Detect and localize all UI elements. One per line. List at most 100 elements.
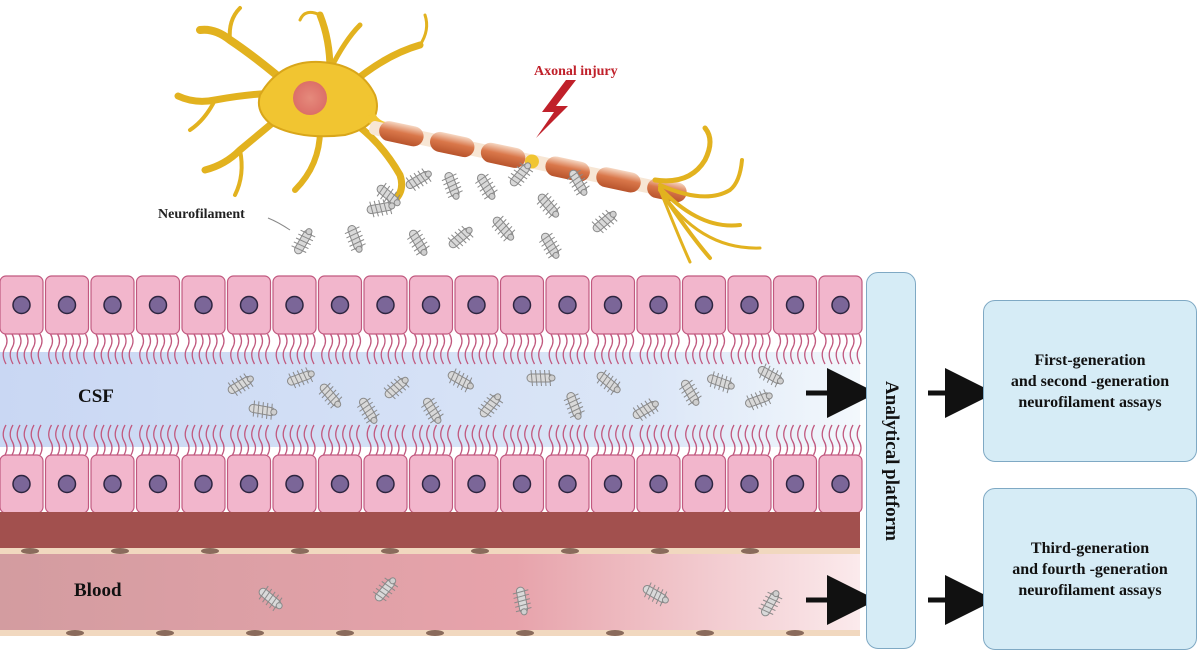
axonal-injury-label: Axonal injury	[534, 64, 618, 79]
neurofilament-icon	[441, 172, 463, 200]
neurofilament-icon	[507, 162, 534, 187]
ependymal-cell	[363, 275, 408, 365]
neurofilament-icon	[344, 225, 366, 253]
assay-box-first-second-generation: First-generation and second -generation …	[983, 300, 1197, 462]
neurofilament-icon	[258, 585, 283, 612]
ependymal-cell	[90, 424, 135, 514]
ependymal-cell	[454, 275, 499, 365]
neurofilament-icon	[447, 368, 474, 393]
neurofilament-group-csf	[227, 363, 784, 424]
neurofilament-icon	[757, 363, 784, 388]
neurofilament-icon	[591, 209, 618, 234]
axon	[369, 121, 687, 203]
ependymal-cell	[408, 275, 454, 365]
neurofilament-icon	[632, 398, 659, 421]
neurofilament-icon	[707, 371, 735, 394]
ependymal-cell	[590, 424, 636, 514]
assay-line: Third-generation	[1030, 539, 1150, 557]
neurofilament-icon	[477, 393, 504, 418]
neurofilament-icon	[536, 192, 561, 219]
assay-line: and second -generation	[1010, 372, 1170, 390]
assay-line: neurofilament assays	[1018, 393, 1162, 411]
assay-line: neurofilament assays	[1018, 581, 1162, 599]
ependymal-cell	[545, 275, 590, 365]
blood-region	[0, 554, 860, 634]
ependymal-cell	[499, 275, 545, 365]
neurofilament-icon	[407, 229, 430, 256]
neurofilament-icon	[745, 389, 773, 411]
neurofilament-icon	[405, 168, 432, 191]
lightning-bolt-icon	[536, 80, 576, 138]
neurofilament-icon	[227, 373, 254, 396]
ependymal-cell	[226, 275, 272, 365]
ependymal-cell	[681, 275, 727, 365]
nucleus	[293, 81, 327, 115]
neurofilament-icon	[539, 232, 562, 259]
neurofilament-label: Neurofilament	[158, 207, 245, 222]
neurofilament-icon	[291, 228, 316, 255]
ependymal-cell	[0, 275, 44, 365]
ependymal-cell	[590, 275, 636, 365]
ependymal-cell	[545, 424, 590, 514]
neurofilament-icon	[318, 382, 343, 409]
neurofilament-group-released	[291, 162, 618, 259]
neurofilament-icon	[366, 198, 396, 218]
ependymal-cell	[772, 424, 818, 514]
ependymal-layer-top	[0, 275, 863, 365]
ependymal-cell	[818, 275, 863, 365]
neurofilament-icon	[563, 392, 585, 420]
neurofilament-icon	[287, 367, 315, 389]
ependymal-cell	[226, 424, 272, 514]
ependymal-cell	[772, 275, 818, 365]
assay-line: First-generation	[1034, 351, 1146, 369]
ependymal-cell	[317, 424, 363, 514]
ependymal-cell	[636, 275, 681, 365]
endothelial-nuclei	[21, 548, 804, 636]
ependymal-cell	[181, 275, 226, 365]
analytical-platform-label: Analytical platform	[881, 380, 902, 541]
ependymal-cell	[44, 275, 90, 365]
ependymal-cell	[272, 275, 317, 365]
neurofilament-icon	[383, 375, 410, 400]
vessel-wall	[0, 512, 860, 548]
ependymal-cell	[181, 424, 226, 514]
neurofilament-icon	[491, 215, 516, 242]
neurofilament-icon	[567, 169, 590, 196]
analytical-platform-box: Analytical platform	[866, 272, 916, 649]
ependymal-cell	[90, 275, 135, 365]
ependymal-cell	[818, 424, 863, 514]
neurofilament-icon	[475, 173, 498, 200]
neurofilament-group-blood	[258, 577, 783, 617]
neurofilament-icon	[758, 590, 783, 617]
csf-label: CSF	[78, 386, 114, 407]
neurofilament-pointer	[267, 217, 291, 231]
neuron	[174, 6, 762, 264]
assay-line: and fourth -generation	[1012, 560, 1168, 578]
ependymal-cell	[135, 275, 181, 365]
axon-terminal	[652, 125, 762, 264]
ependymal-cell	[135, 424, 181, 514]
ependymal-cell	[499, 424, 545, 514]
ependymal-cell	[727, 275, 772, 365]
ependymal-cell	[363, 424, 408, 514]
ependymal-layer-bottom	[0, 424, 863, 514]
neurofilament-icon	[357, 397, 380, 424]
vessel-endothelium	[0, 548, 860, 554]
neurofilament-icon	[372, 577, 399, 602]
assay-box-third-fourth-generation: Third-generation and fourth -generation …	[983, 488, 1197, 650]
neurofilament-icon	[512, 586, 532, 616]
neurofilament-icon	[642, 582, 669, 607]
ependymal-cell	[408, 424, 454, 514]
ependymal-cell	[317, 275, 363, 365]
ependymal-cell	[681, 424, 727, 514]
neurofilament-icon	[421, 397, 444, 424]
neurofilament-icon	[248, 400, 278, 420]
neurofilament-icon	[596, 369, 621, 396]
ependymal-cell	[727, 424, 772, 514]
neurofilament-icon	[679, 379, 702, 406]
neurofilament-icon	[447, 225, 474, 250]
blood-label: Blood	[74, 580, 122, 601]
neurofilament-icon	[526, 369, 556, 387]
